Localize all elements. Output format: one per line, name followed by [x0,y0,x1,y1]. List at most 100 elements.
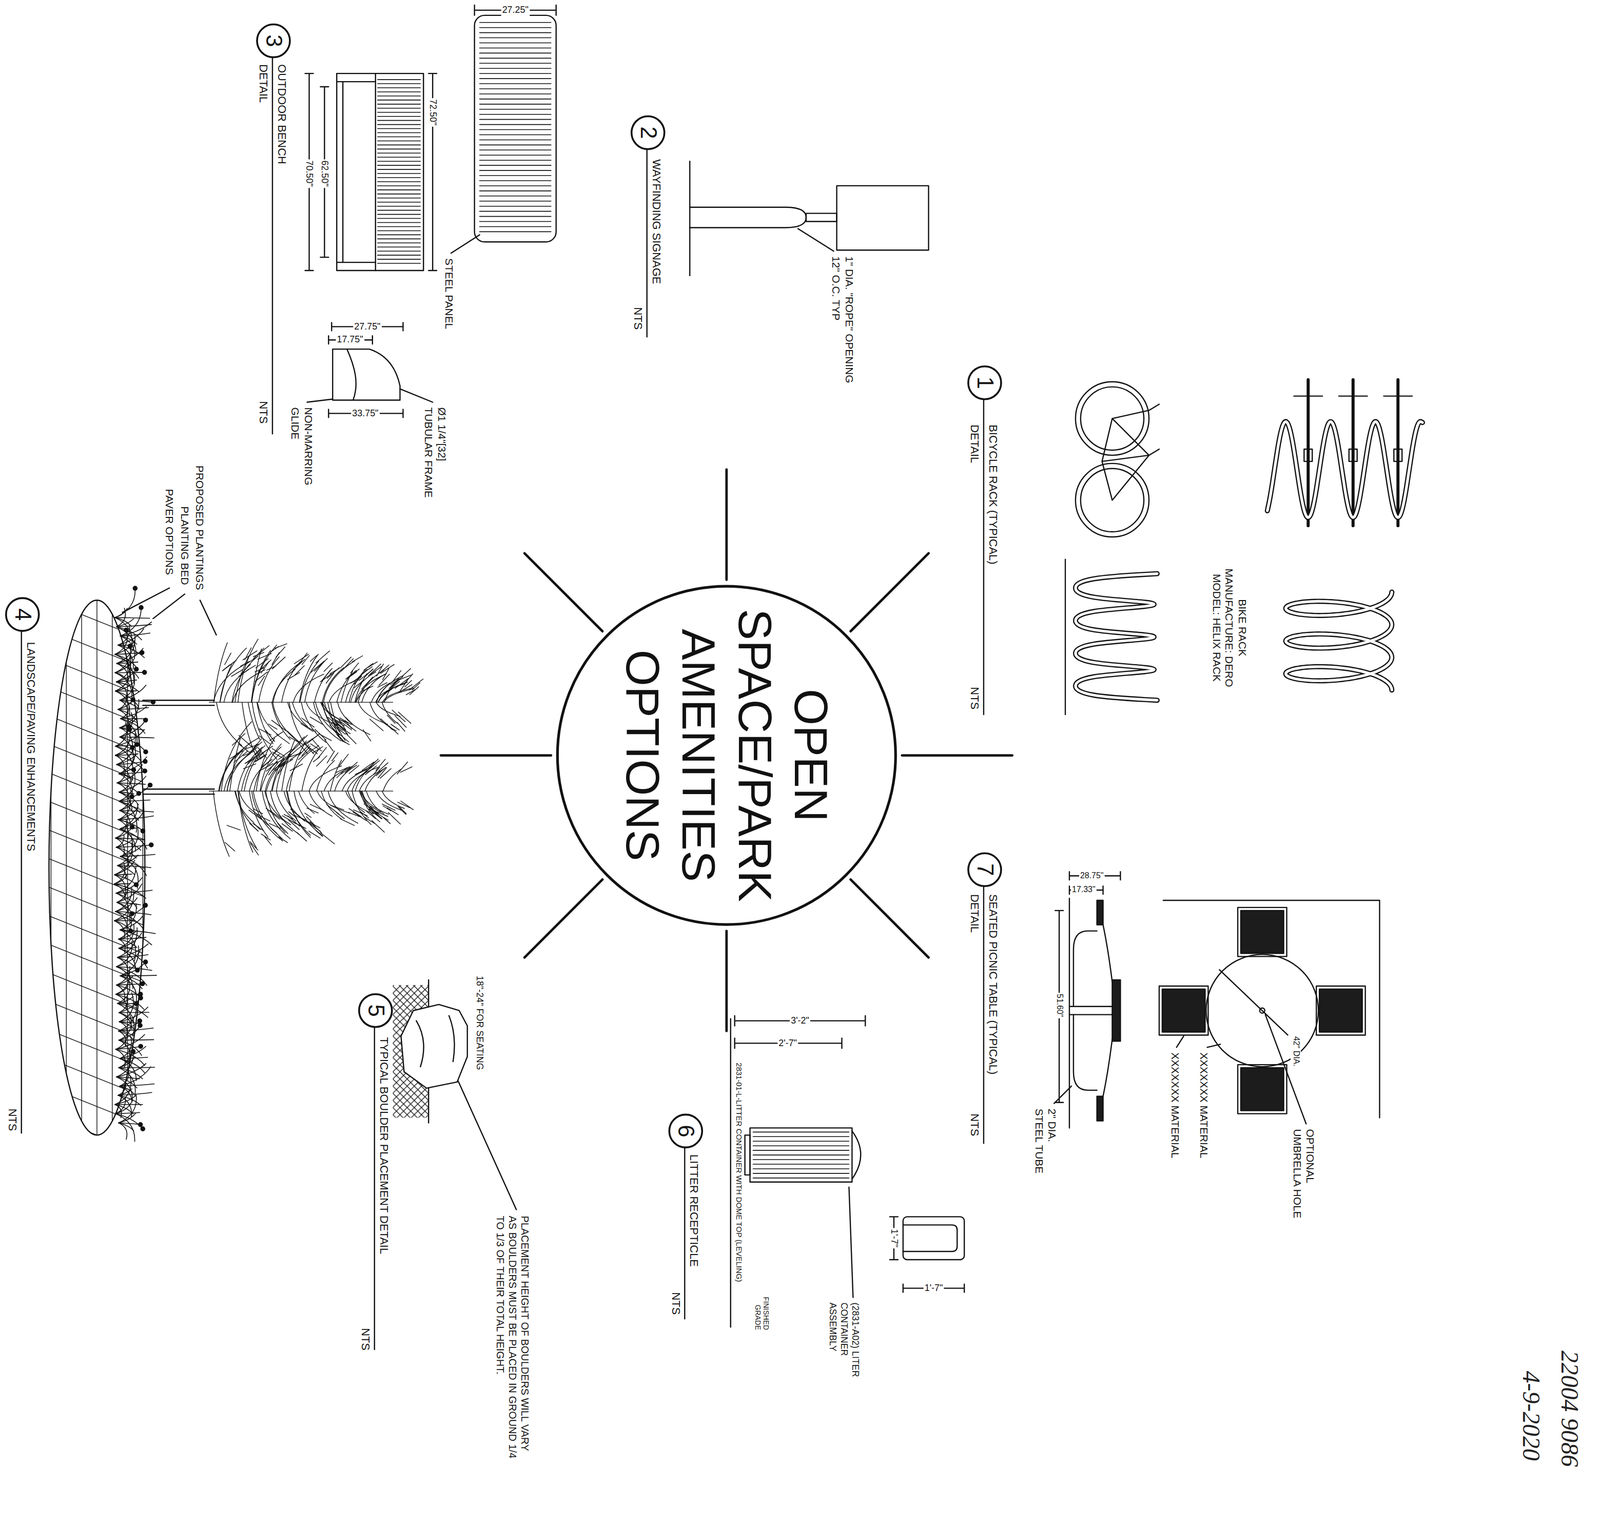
tree-symbol [393,670,401,681]
tree-symbol [257,653,271,659]
bench-slat [479,62,552,64]
callout-circle: 1 [967,365,1003,401]
circle-outline [968,852,1002,886]
helix-rack [1285,591,1393,690]
tree-symbol [397,806,406,815]
callout-number: 2 [634,126,661,139]
planting-symbol [114,646,131,673]
planting-symbol [116,669,137,682]
planting-symbol [118,1020,140,1031]
center-rays [725,469,728,580]
dimension-text: 2'-7" [777,1037,798,1049]
tree-symbol [376,767,386,776]
leader-line [1265,1014,1307,1124]
tree-symbol [257,701,279,735]
annotation-text: FINISHED GRADE [752,1288,770,1332]
tree-symbol [281,739,295,791]
tree-symbol [386,714,396,724]
bench-slat [377,120,421,122]
planting-symbol [116,634,135,663]
tree-symbol [332,752,339,761]
picnic-table-drawing [1205,953,1319,1067]
title-rule [374,1027,376,1350]
tree-symbol [252,823,264,831]
picnic-table-drawing [1054,871,1380,1128]
tree-symbol [363,729,372,741]
planting-symbol [148,782,153,787]
bike-rack-drawing [1102,403,1160,500]
tree-symbol [353,811,367,821]
tree-symbol [278,749,292,760]
bench-slat [377,111,421,113]
planting-symbol [140,828,145,833]
planting-symbol [140,1126,145,1131]
bench-slat [377,254,421,256]
bike-rack-drawing [1393,449,1402,462]
picnic-table-drawing [1240,1067,1284,1111]
annotation-text: DETAIL [967,892,982,934]
planting-symbol [138,1043,143,1048]
callout-number: 4 [9,608,36,621]
picnic-table-drawing [1319,988,1363,1032]
tree-symbol [243,751,255,756]
bench-slat [479,159,552,161]
bench-slat [479,180,552,182]
planting-symbol [130,1048,135,1053]
dimension-line [474,5,557,16]
planting-symbol [115,753,139,756]
tree-symbol [375,683,405,702]
tree-symbol [336,734,343,742]
tree-symbol [360,790,380,822]
leader-line [458,1080,517,1210]
dimension-text: 28.75" [1079,870,1105,881]
planting-symbol [143,749,148,754]
planting-symbol [115,1097,126,1114]
tree-symbol [281,661,301,702]
annotation-text: XXXXXXX MATERIAL [1197,1050,1211,1159]
tree-symbol [305,733,320,745]
container-slat [753,1149,850,1151]
wayfinding-sign [806,213,837,222]
planting-symbol [119,699,140,728]
tree-symbol [404,673,414,684]
container-slat [753,1177,850,1179]
litter-drawing [750,1127,853,1182]
bench-slat [479,98,552,100]
picnic-table-drawing [1097,900,1104,925]
wayfinding-sign [689,207,807,228]
tree-symbol [247,701,260,739]
bench-slat [479,205,552,207]
picnic-table-drawing [1259,1007,1265,1013]
bike-rack-drawing [1396,379,1400,526]
tree-symbol [356,767,370,775]
bench-slat [377,189,421,191]
tree-symbol [213,790,230,856]
tree-symbol [382,790,405,809]
tree-symbol [287,743,300,755]
center-rays [850,879,929,958]
title-rule [21,57,984,1350]
planting-symbol [119,1014,132,1040]
tree-symbol [383,817,390,824]
tree-symbol [298,748,311,760]
line-art [21,5,1423,1350]
planting-symbol [127,727,132,732]
planting-symbol [115,1111,140,1114]
tree-symbol [268,763,278,775]
tree-symbol [272,656,286,669]
planting-symbol [142,670,147,675]
leader-line [200,599,217,635]
planting-symbol [114,862,126,884]
litter-drawing [903,1216,965,1260]
planting-symbol [130,824,135,829]
tree-symbol [269,731,284,741]
tree-symbol [310,660,325,673]
bench-slat [479,22,552,24]
planting-symbol [119,1011,149,1013]
leader-line [1054,1085,1072,1104]
tree-symbol [398,684,413,693]
planting-symbol [114,630,128,655]
tree-symbol [268,724,278,730]
tree-symbol [390,676,403,685]
dimension-text: 27.25" [501,4,530,16]
